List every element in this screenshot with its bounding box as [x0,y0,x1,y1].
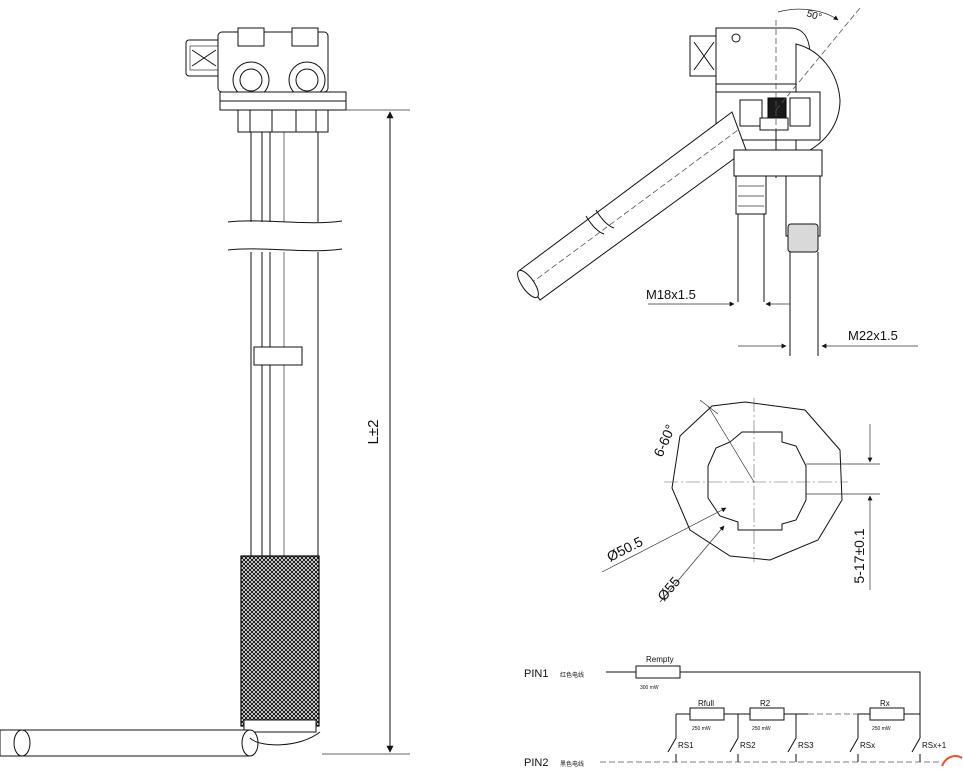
pin2-note: 黑色电线 [560,760,584,768]
resistor-full-label: Rfull [698,699,714,708]
length-dimension: L±2 [322,109,410,755]
sensor-elevation-view: L±2 [0,27,410,757]
resistor-2-value: 250 mW [752,726,771,732]
pin1-note: 红色电线 [560,671,584,679]
switch-rs1: RS1 [678,741,694,750]
flange-section-view: 6-60° Ø50.5 Ø55 5-17±0.1 [601,398,880,604]
outer-diameter-label: Ø55 [654,573,683,604]
resistor-2-label: R2 [760,699,771,708]
r-empty-label: Rempty [646,655,674,664]
head-detail-view: 50° M18x1.5 M22x1.5 [517,7,918,356]
circuit-diagram: PIN1 红色电线 PIN2 黑色电线 Rempty 300 mW Rfull … [524,655,963,769]
switch-rsx: RSx [860,741,875,750]
angle-top-label: 50° [805,8,823,23]
sensor-rod [227,132,343,560]
switch-rs2: RS2 [740,741,756,750]
float-filter [240,555,320,733]
thread-large-label: M22x1.5 [848,328,898,343]
return-pipe [0,729,321,757]
resistor-x-label: Rx [880,699,890,708]
sensor-head [185,27,347,133]
corner-mark-icon [941,755,963,767]
resistor-full-value: 250 mW [692,726,711,732]
resistor-x-value: 250 mW [872,726,891,732]
r-empty-value: 300 mW [640,685,659,691]
slot-width-label: 5-17±0.1 [851,528,867,583]
pin1-label: PIN1 [524,668,548,680]
thread-dimensions: M18x1.5 M22x1.5 [646,287,918,349]
pin2-label: PIN2 [524,757,548,769]
length-label: L±2 [365,420,382,445]
switch-rsx1: RSx+1 [922,741,947,750]
angle-flange-label: 6-60° [650,422,678,459]
switch-rs3: RS3 [798,741,814,750]
thread-small-label: M18x1.5 [646,287,696,302]
